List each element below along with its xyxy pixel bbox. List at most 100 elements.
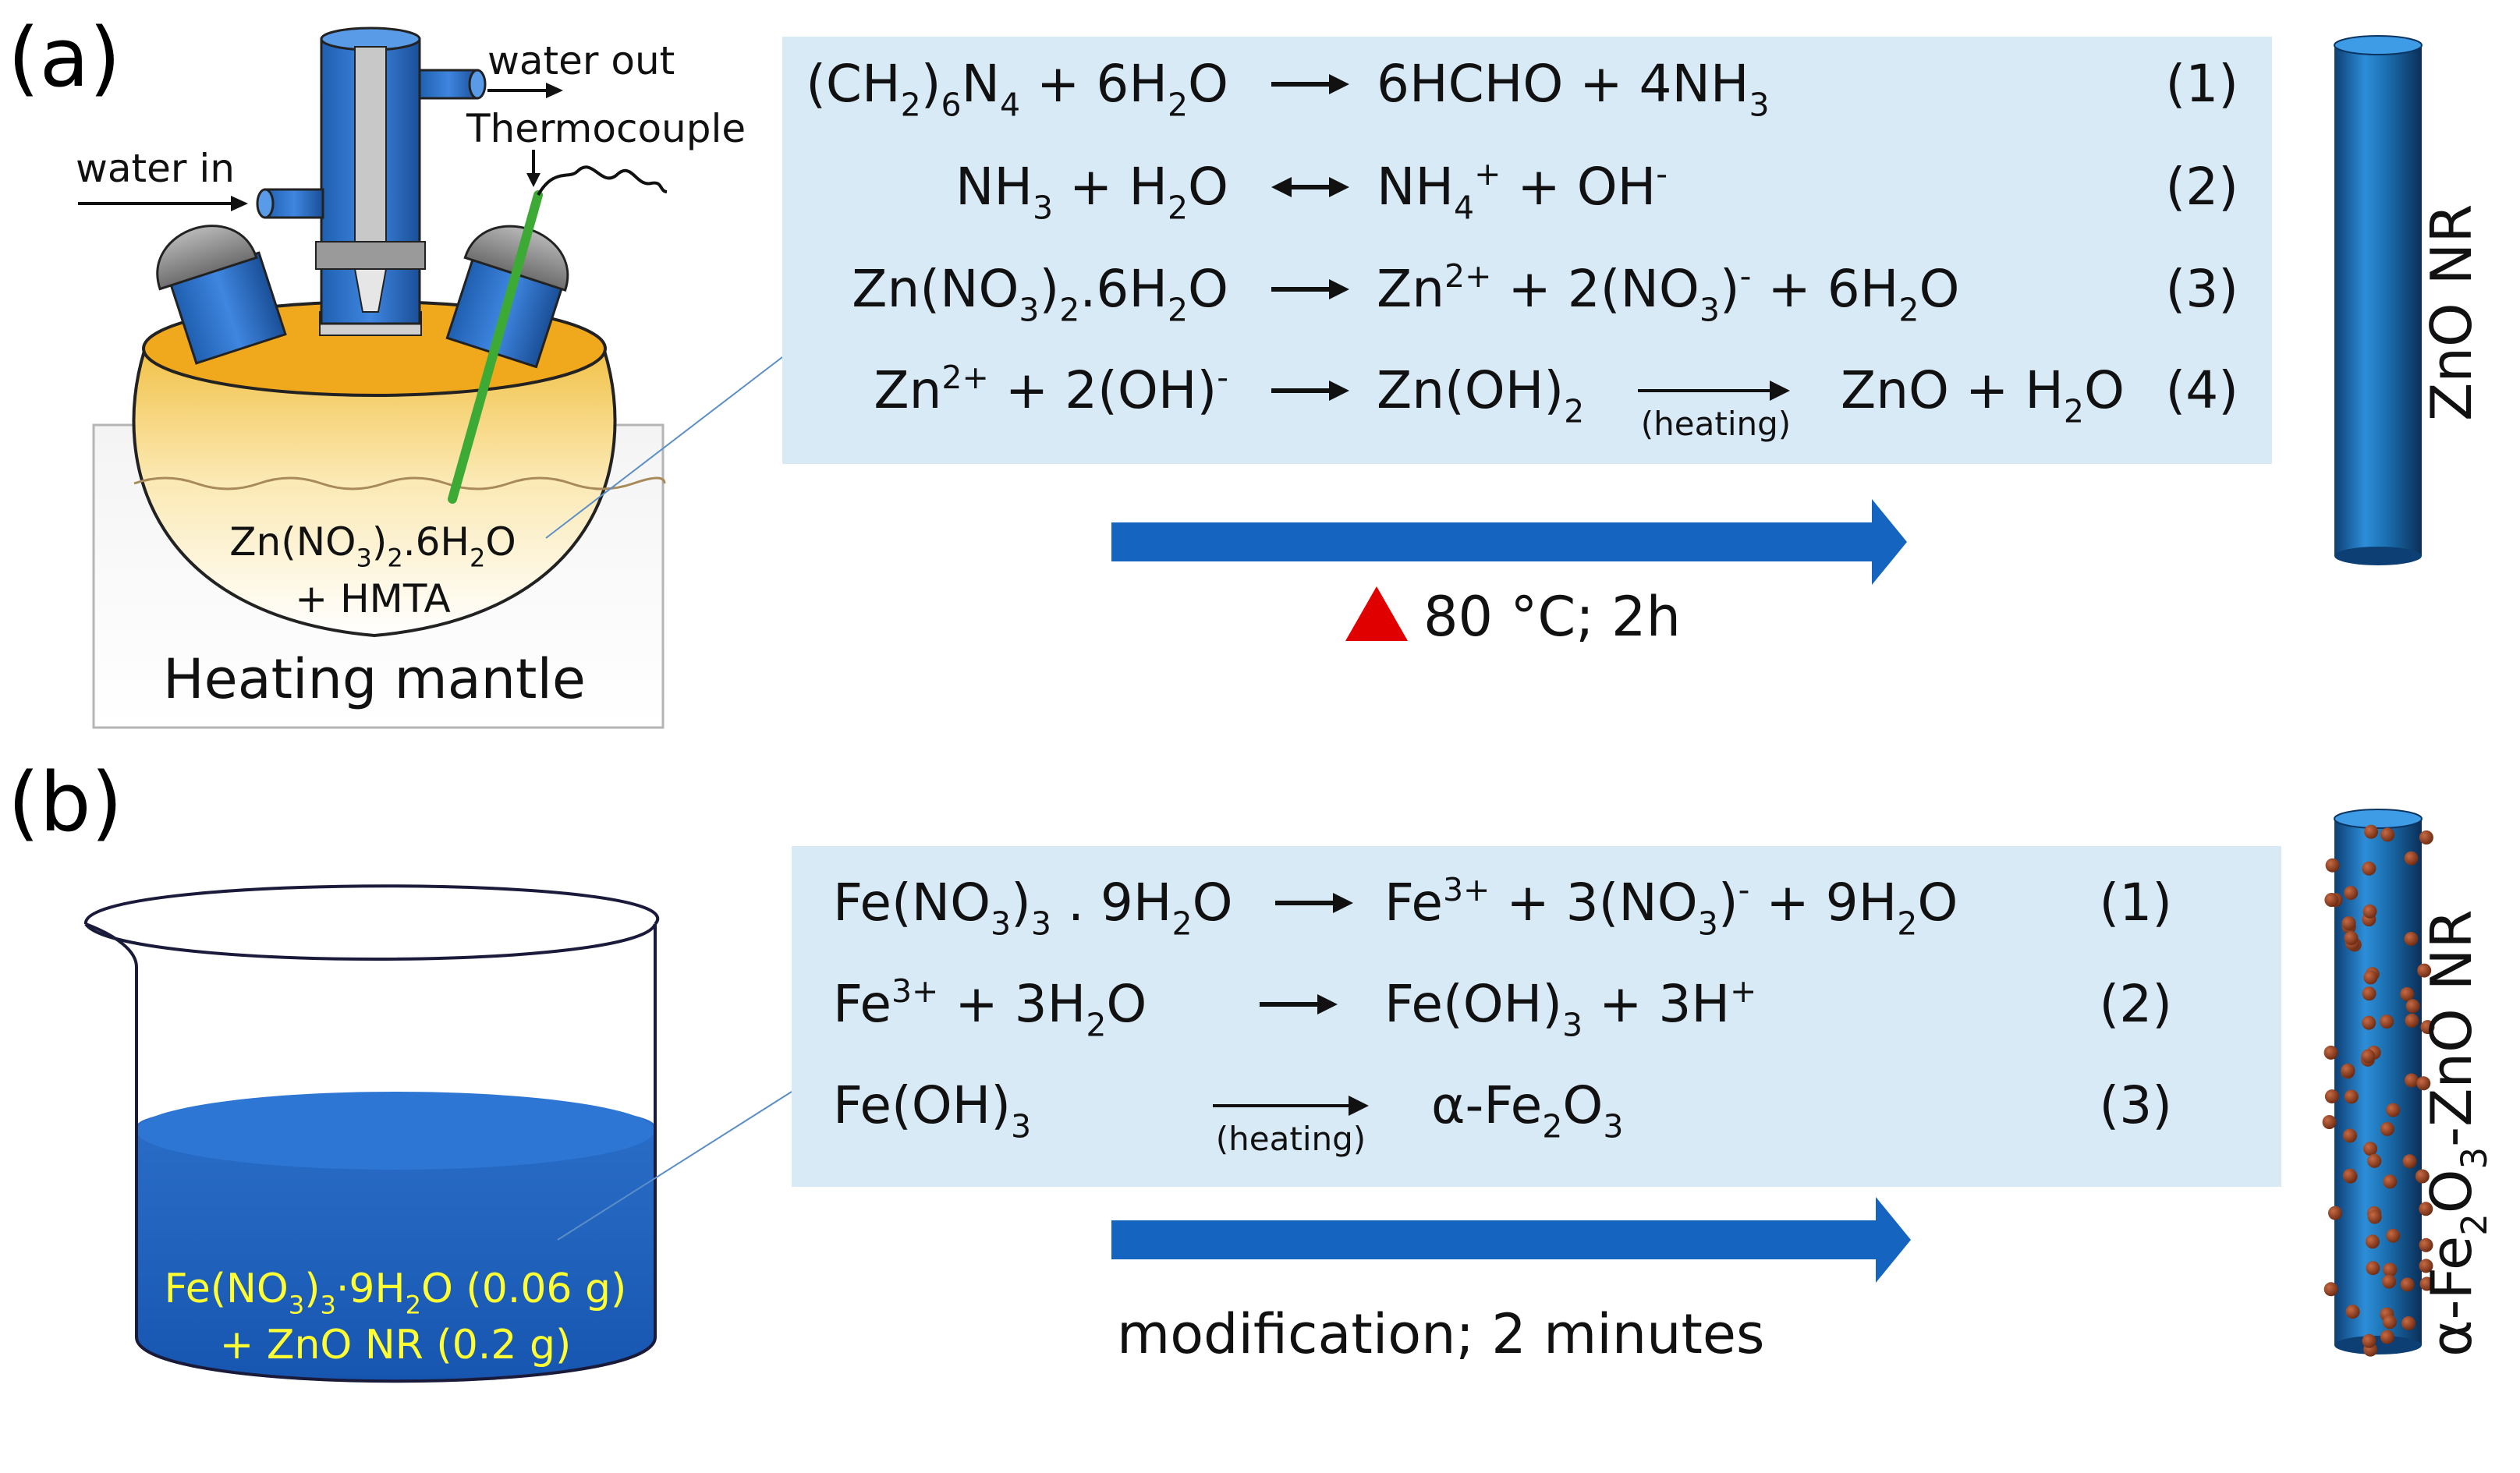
formula-segment: N: [962, 54, 1000, 114]
formula-segment: 3+: [1443, 871, 1490, 908]
fe2o3-particle: [2345, 1305, 2360, 1319]
formula-segment: 2: [387, 544, 402, 573]
equation-b-products: Fe(OH)3​ + 3H+​: [1384, 972, 1756, 1044]
fe2o3-particle: [2401, 1316, 2416, 1330]
equation-number: (2): [2166, 157, 2239, 217]
formula-segment: + 3(NO: [1490, 873, 1697, 933]
formula-segment: Zn: [874, 360, 941, 420]
formula-segment: -: [1217, 359, 1228, 396]
formula-segment: α-Fe: [1431, 1075, 1542, 1135]
heating-label: (heating): [1216, 1120, 1366, 1158]
fe2o3-particle: [2416, 1076, 2431, 1091]
formula-segment: 2: [406, 1291, 421, 1320]
formula-segment: 2: [1168, 189, 1188, 227]
formula-segment: -: [1740, 257, 1752, 295]
formula-segment: 2: [901, 87, 921, 124]
fe2o3-particle: [2420, 1020, 2435, 1035]
formula-segment: ): [372, 519, 388, 565]
condition-b-label: modification; 2 minutes: [1117, 1302, 1764, 1366]
fe2o3-particle: [2415, 1169, 2430, 1184]
formula-segment: -: [1656, 155, 1668, 193]
fe2o3-particle: [2328, 1206, 2342, 1220]
fe2o3-particle: [2367, 1153, 2382, 1168]
formula-segment: 2: [1086, 1007, 1106, 1044]
formula-segment: Fe(OH): [1384, 974, 1562, 1034]
fe2o3-particle: [2405, 999, 2420, 1014]
fe2o3-particle: [2383, 1315, 2397, 1330]
formula-segment: 2: [1564, 393, 1584, 430]
water-out-arrowhead: [546, 83, 563, 98]
equation-number: (4): [2166, 360, 2239, 420]
formula-segment: .6H: [1079, 259, 1168, 319]
zno-nr-label: ZnO NR: [2419, 204, 2484, 421]
equation-a-products: NH4​+​ + OH-​: [1377, 155, 1668, 227]
formula-segment: O: [1917, 873, 1958, 933]
formula-segment: 2: [470, 544, 485, 573]
equation-a-reactants: (CH2​)6​N4​ + 6H2​O: [806, 54, 1228, 124]
formula-segment: Zn: [1377, 259, 1444, 319]
formula-segment: -ZnO NR: [2419, 909, 2484, 1146]
equation-b-reactants: Fe(OH)3​: [833, 1075, 1031, 1145]
heating-label: (heating): [1641, 405, 1791, 443]
formula-segment: 3: [356, 544, 371, 573]
solution-label-line1: Zn(NO3​)2​.6H2​O: [229, 519, 516, 573]
formula-segment: O: [1188, 54, 1228, 114]
formula-segment: + 2(NO: [1492, 259, 1699, 319]
equation-a-products: Zn(OH)2​: [1377, 360, 1584, 430]
thermocouple-label: Thermocouple: [466, 106, 746, 151]
formula-segment: 3: [1603, 1108, 1623, 1145]
formula-segment: + 2(OH): [989, 360, 1217, 420]
fe2o3-particle: [2364, 824, 2379, 839]
formula-segment: + 6H: [1751, 259, 1898, 319]
fe2o3-particle: [2383, 1262, 2398, 1277]
formula-segment: Fe(OH): [833, 1075, 1011, 1135]
formula-segment: 3: [1031, 905, 1051, 943]
fe2o3-particle: [2419, 1202, 2433, 1216]
fe2o3-particle: [2380, 1121, 2394, 1136]
fe2o3-particle: [2343, 1128, 2357, 1143]
fe2o3-particle: [2402, 1154, 2417, 1169]
reversible-arrow-head: [1271, 177, 1292, 197]
reaction-arrow-head: [1317, 994, 1338, 1014]
fe2o3-particle: [2362, 1015, 2376, 1030]
fe2o3-particle: [2380, 827, 2395, 842]
formula-segment: -: [1738, 871, 1750, 908]
fe2o3-particle: [2386, 1103, 2401, 1117]
fe2o3-particle: [2404, 932, 2419, 946]
panel-b-label: (b): [8, 755, 122, 850]
formula-segment: NH: [1377, 157, 1454, 217]
fe2o3-particle: [2344, 886, 2359, 901]
formula-segment: O: [1562, 1075, 1603, 1135]
equation-a-final: ZnO + H2​O: [1841, 360, 2125, 430]
formula-segment: .6H: [403, 519, 470, 565]
zno-nanorod: [2334, 35, 2423, 565]
fe2o3-particle: [2419, 1238, 2433, 1252]
fe2o3-particle: [2404, 851, 2419, 866]
formula-segment: . 9H: [1051, 873, 1172, 933]
formula-segment: NH: [955, 157, 1033, 217]
equation-number: (2): [2100, 974, 2173, 1034]
formula-segment: + 6H: [1020, 54, 1168, 114]
formula-segment: Fe: [1384, 873, 1443, 933]
formula-segment: 3: [1019, 292, 1039, 329]
formula-segment: Zn(NO: [229, 519, 356, 565]
formula-segment: ·9H: [336, 1266, 406, 1312]
fe2o3-particle: [2323, 1045, 2338, 1060]
fe2o3-particle: [2419, 1276, 2434, 1291]
formula-segment: ): [1718, 873, 1738, 933]
warning-triangle-icon: [1345, 586, 1408, 641]
equation-number: (1): [2100, 873, 2173, 933]
water-out-label: water out: [487, 38, 675, 83]
formula-segment: 3: [1562, 1007, 1583, 1044]
formula-segment: Fe(NO: [833, 873, 991, 933]
fe2o3-particle: [2400, 986, 2415, 1001]
formula-segment: ): [921, 54, 941, 114]
equation-a-reactants: NH3​ + H2​O: [955, 157, 1228, 227]
condition-arrow-a: [1111, 499, 1907, 585]
formula-segment: + H: [1053, 157, 1168, 217]
fe2o3-particle: [2362, 861, 2376, 876]
formula-segment: 3: [1033, 189, 1053, 227]
